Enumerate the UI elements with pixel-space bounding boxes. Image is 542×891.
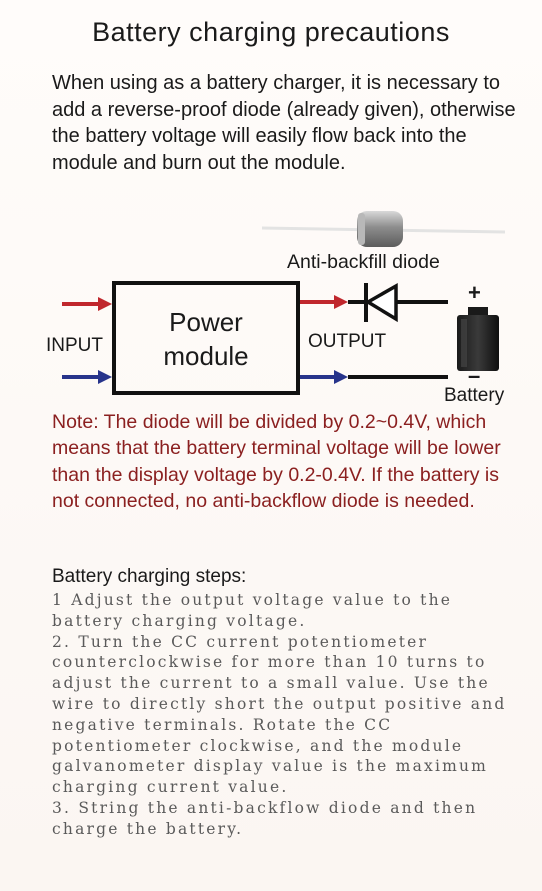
module-label-line2: module xyxy=(163,341,249,371)
wiring-diagram-graphic xyxy=(62,211,506,395)
plus-sign: + xyxy=(468,280,481,305)
power-module-box xyxy=(112,281,300,395)
battery-label: Battery xyxy=(444,385,505,406)
wiring-diagram: Anti-backfill diode + Power module INPUT… xyxy=(0,195,542,415)
page-title: Battery charging precautions xyxy=(92,17,450,47)
input-negative-arrow xyxy=(62,370,112,384)
diode-photo-icon xyxy=(261,211,506,247)
step-item: 2. Turn the CC current potentiometer cou… xyxy=(52,632,507,797)
output-negative-arrow xyxy=(300,370,348,384)
input-positive-arrow xyxy=(62,297,112,311)
diode-label: Anti-backfill diode xyxy=(287,251,440,273)
steps-list: 1 Adjust the output voltage value to the… xyxy=(52,590,512,840)
intro-paragraph: When using as a battery charger, it is n… xyxy=(52,72,516,174)
output-label: OUTPUT xyxy=(308,331,387,352)
input-label: INPUT xyxy=(46,335,103,356)
step-item: 1 Adjust the output voltage value to the… xyxy=(52,591,453,630)
module-label-line1: Power xyxy=(169,307,243,337)
step-item: 3. String the anti-backflow diode and th… xyxy=(52,798,478,838)
battery-icon xyxy=(457,307,499,371)
output-positive-arrow xyxy=(300,295,348,309)
diode-symbol-icon xyxy=(364,282,398,323)
minus-sign: – xyxy=(468,363,481,388)
steps-title: Battery charging steps: xyxy=(52,566,247,587)
diode-note: Note: The diode will be divided by 0.2~0… xyxy=(52,411,501,513)
